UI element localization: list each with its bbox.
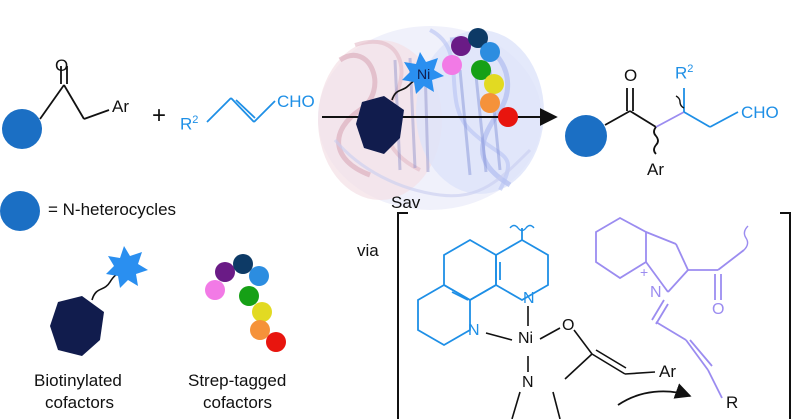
biotinylated-label-line2: cofactors bbox=[45, 393, 114, 412]
plus-sign: + bbox=[152, 102, 167, 129]
strep-tag-on-protein bbox=[442, 28, 518, 127]
curved-arrow bbox=[617, 383, 692, 406]
iminium-plus-sign: + bbox=[640, 264, 649, 280]
product-r2-label: R2 bbox=[675, 63, 694, 83]
intermediate-carbonyl-o: O bbox=[712, 301, 725, 318]
iminium-fragment bbox=[595, 216, 749, 399]
biotin-cofactor-in-protein bbox=[356, 52, 444, 154]
iminium-n-label: N bbox=[650, 284, 662, 301]
ni-coordination bbox=[485, 306, 656, 419]
strep-tagged-cofactor-icon bbox=[205, 254, 286, 352]
enal-cho-label: CHO bbox=[277, 92, 315, 111]
intermediate-n-top: N bbox=[523, 290, 535, 307]
via-label: via bbox=[357, 241, 379, 260]
strep-label-line1: Strep-tagged bbox=[188, 371, 287, 390]
product-aryl-label: Ar bbox=[647, 160, 664, 179]
product-cho-label: CHO bbox=[741, 103, 779, 122]
intermediate-brackets bbox=[397, 212, 791, 419]
intermediate-n-bottom: N bbox=[522, 374, 534, 391]
product-ketone-oxygen: O bbox=[624, 66, 638, 85]
enal-r2-label: R2 bbox=[180, 114, 199, 134]
intermediate-r-label: R bbox=[726, 393, 739, 412]
intermediate-ni-label: Ni bbox=[518, 330, 534, 347]
reactant-aryl-label: Ar bbox=[112, 97, 129, 116]
ketone-reactant bbox=[2, 66, 110, 149]
strep-label-line2: cofactors bbox=[203, 393, 272, 412]
product-structure bbox=[565, 88, 739, 157]
phenanthroline-ligand bbox=[417, 224, 549, 347]
heterocycle-legend-text: = N-heterocycles bbox=[48, 200, 177, 219]
catalyst-ni-label: Ni bbox=[417, 66, 431, 82]
reactant-ketone-oxygen: O bbox=[55, 56, 69, 75]
heterocycle-legend-circle bbox=[0, 191, 40, 231]
intermediate-o-enolate: O bbox=[562, 317, 575, 334]
intermediate-n-left: N bbox=[468, 322, 480, 339]
protein-sav-label: Sav bbox=[391, 193, 421, 212]
enal-reactant bbox=[206, 97, 276, 123]
biotinylated-label-line1: Biotinylated bbox=[34, 371, 122, 390]
intermediate-aryl-label: Ar bbox=[659, 362, 676, 381]
biotinylated-cofactor-icon bbox=[50, 246, 148, 356]
